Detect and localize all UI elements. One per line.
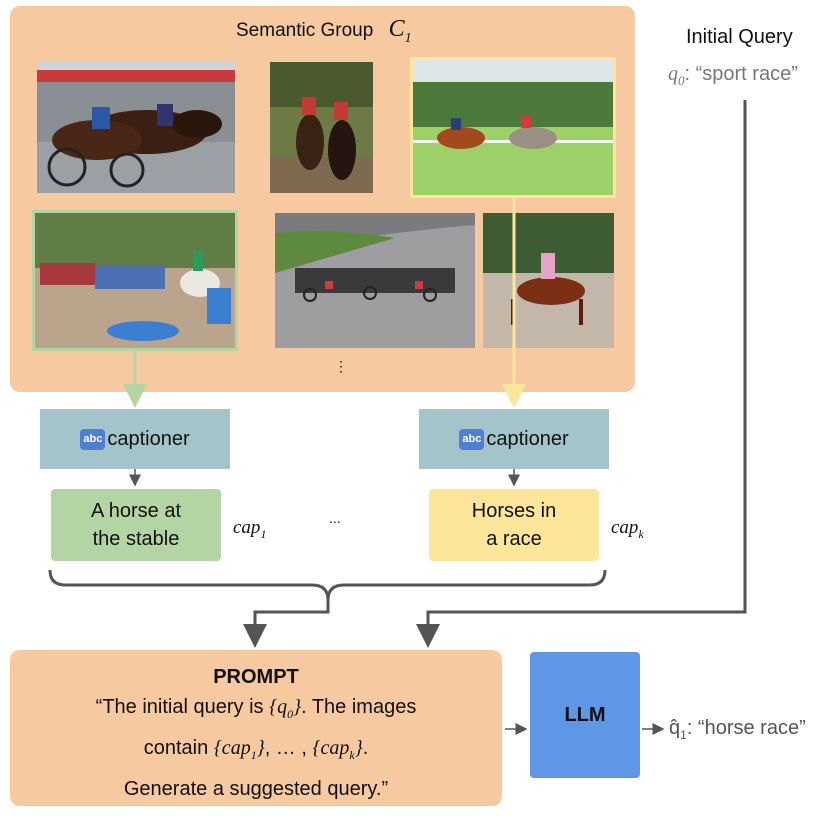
captions-brace xyxy=(48,569,607,601)
photo-harness-race-closeup xyxy=(37,62,235,193)
prompt-title: PROMPT xyxy=(213,666,299,688)
more-images-ellipsis: ⋮ xyxy=(334,358,348,374)
cap-1-label: cap1 xyxy=(233,517,267,541)
abc-icon: abc xyxy=(459,428,485,450)
prompt-line-3: Generate a suggested query.” xyxy=(123,778,389,800)
semantic-group-label: Semantic Group xyxy=(236,20,374,41)
semantic-group-title: Semantic Group C1 xyxy=(236,16,412,47)
captions-ellipsis: ... xyxy=(329,510,341,526)
photo-horse-at-stable xyxy=(32,210,238,351)
semantic-group-symbol: C1 xyxy=(388,16,412,46)
cap-k-label: capk xyxy=(611,517,644,541)
initial-query-heading: Initial Query xyxy=(686,26,793,48)
llm-box: LLM xyxy=(530,652,640,778)
prompt-box: PROMPT “The initial query is {q0}. The i… xyxy=(10,650,502,806)
prompt-line-2: contain {cap1}, … , {capk}. xyxy=(143,737,369,762)
output-query: q̂1: “horse race” xyxy=(669,717,806,742)
initial-query-value: q0: “sport race” xyxy=(668,63,798,88)
photo-racing-jockeys xyxy=(270,62,373,193)
photo-rider-on-brown-horse xyxy=(483,213,614,348)
prompt-line-1: “The initial query is {q0}. The images xyxy=(95,696,417,721)
abc-icon: abc xyxy=(80,428,106,450)
photo-harness-race-track xyxy=(275,213,475,348)
photo-horses-in-race xyxy=(410,57,616,198)
